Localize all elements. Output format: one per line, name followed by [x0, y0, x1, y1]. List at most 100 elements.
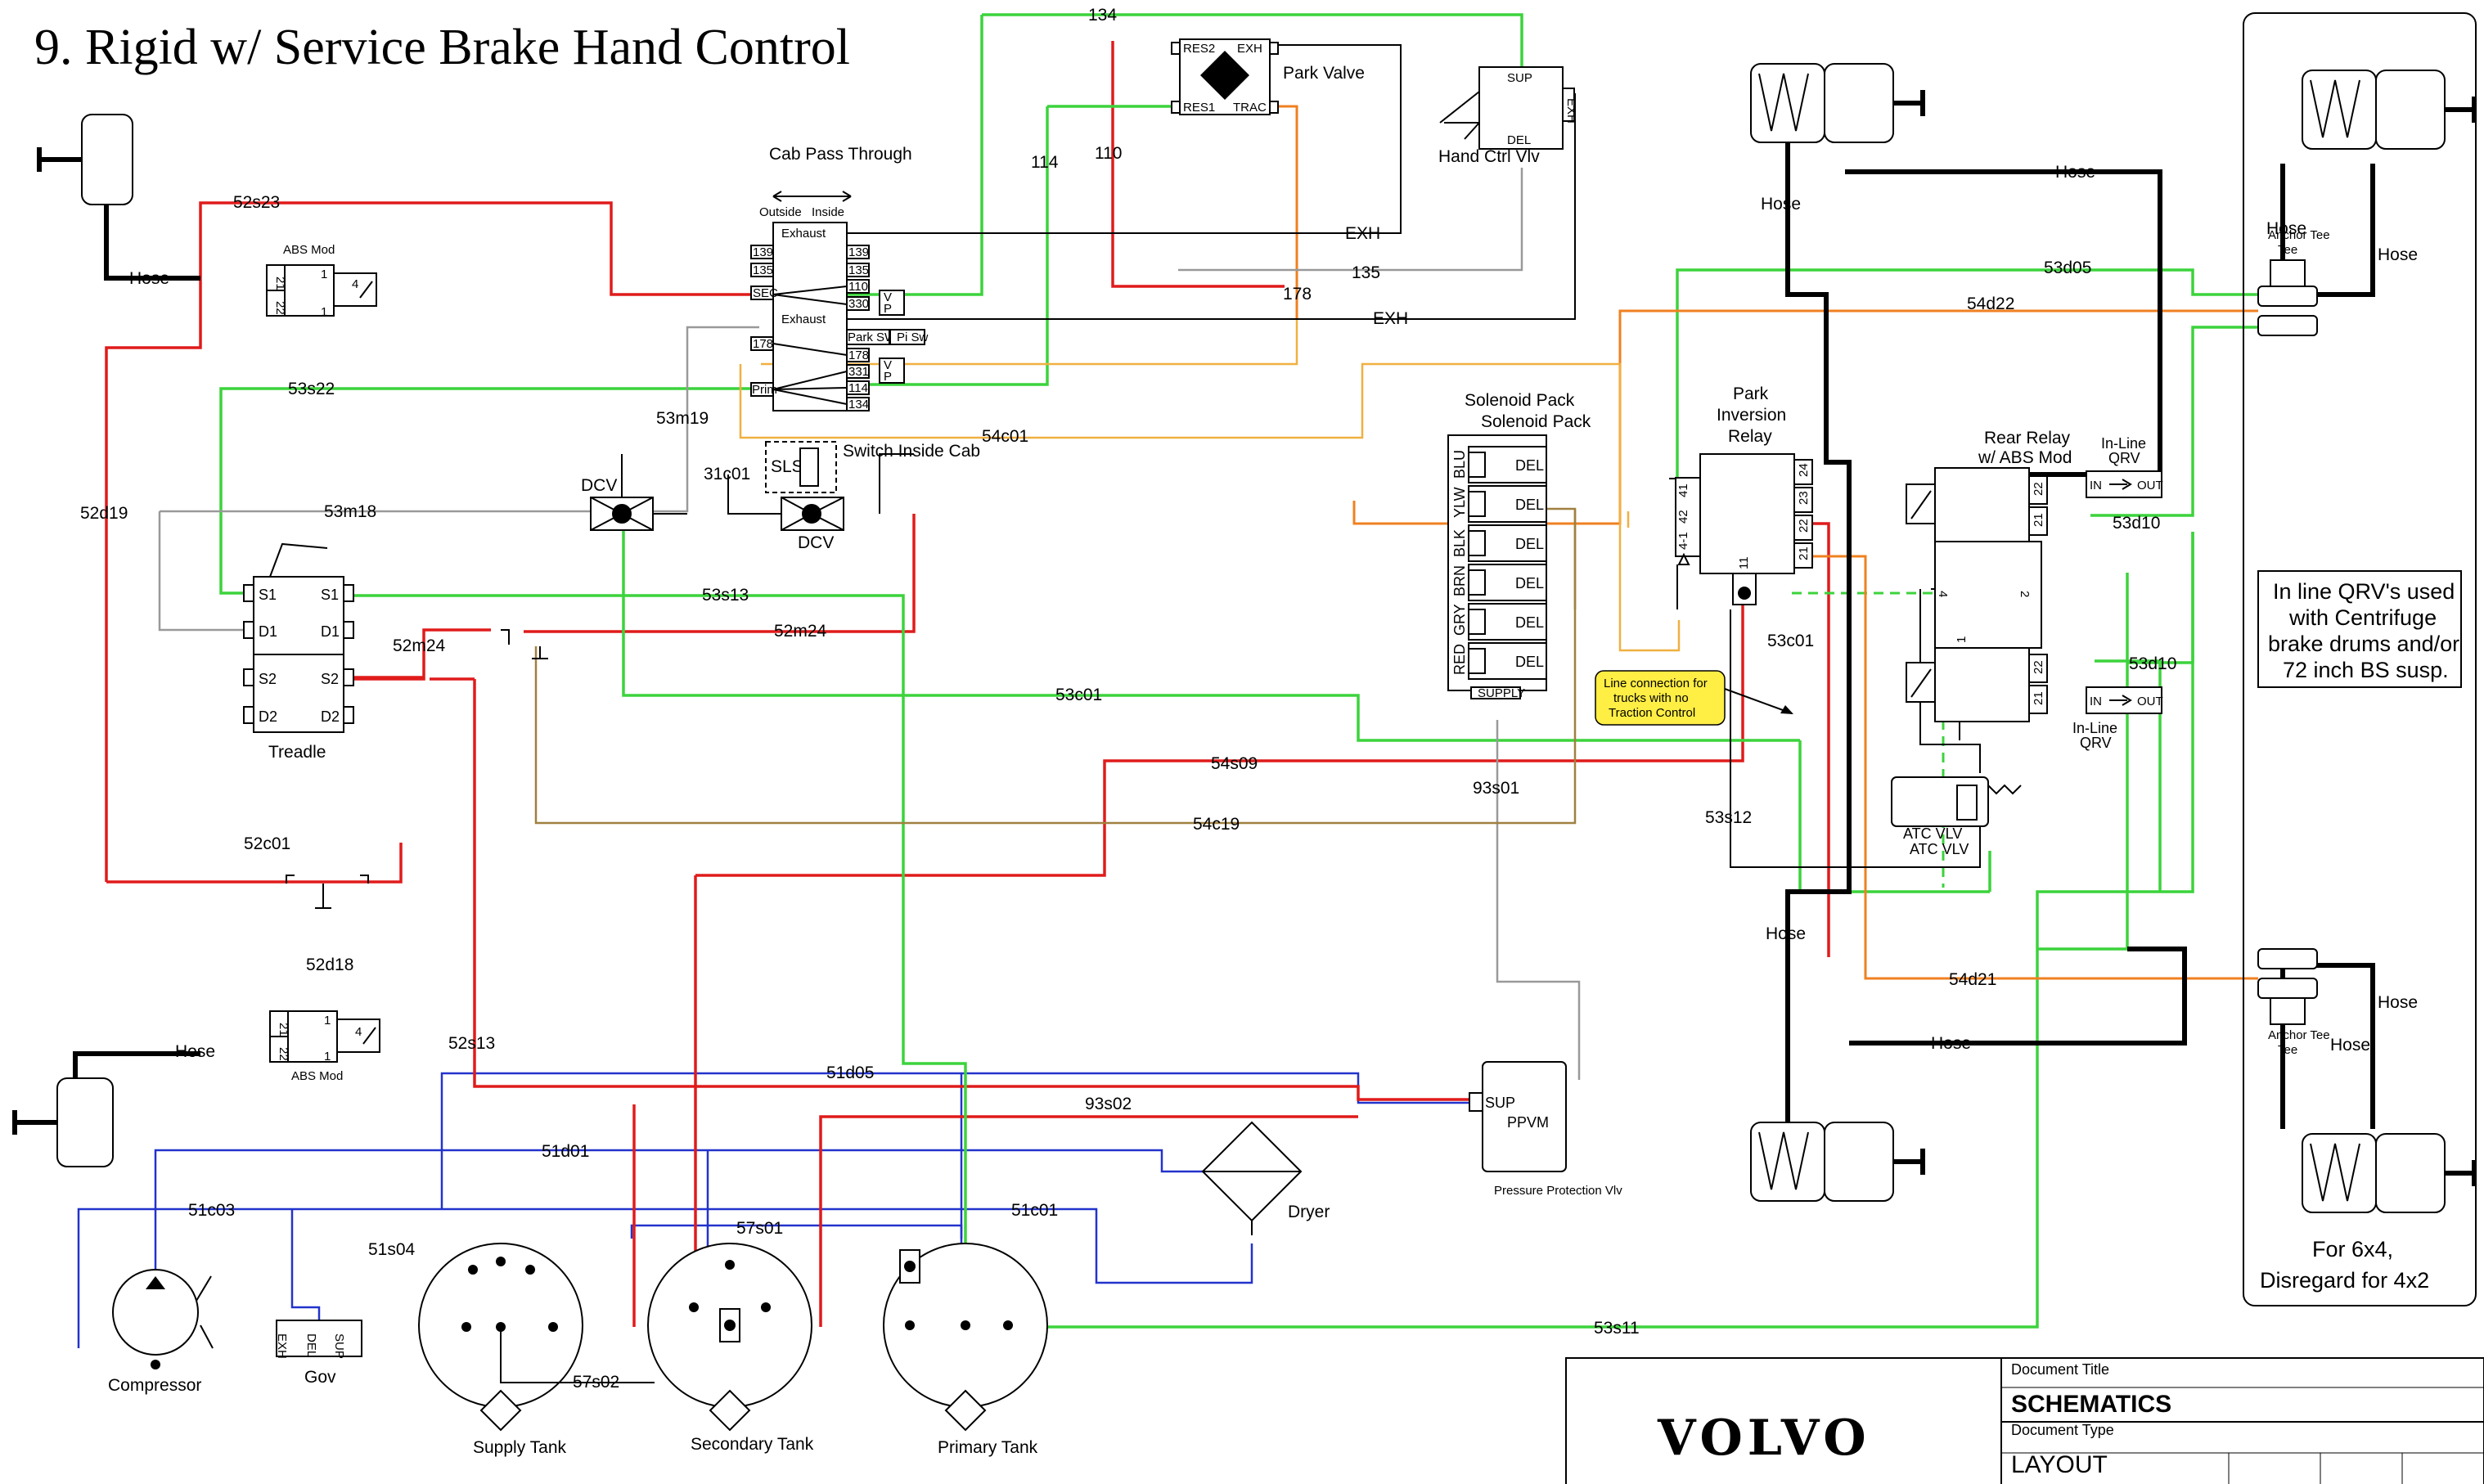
- svg-text:D2: D2: [259, 708, 277, 725]
- svg-text:SEC: SEC: [753, 286, 778, 300]
- svg-text:4-1: 4-1: [1676, 532, 1690, 550]
- svg-text:Secondary Tank: Secondary Tank: [691, 1435, 814, 1454]
- svg-text:D1: D1: [259, 623, 277, 640]
- svg-text:Solenoid Pack: Solenoid Pack: [1465, 391, 1575, 410]
- svg-text:ATC VLV: ATC VLV: [1903, 825, 1962, 842]
- svg-text:Park: Park: [1733, 384, 1769, 403]
- svg-text:SUP: SUP: [1485, 1095, 1515, 1111]
- svg-text:GRY: GRY: [1451, 604, 1468, 636]
- svg-text:22: 22: [2032, 660, 2045, 674]
- svg-text:Gov: Gov: [304, 1368, 336, 1387]
- svg-text:RED: RED: [1451, 644, 1468, 675]
- svg-text:21: 21: [273, 277, 287, 290]
- svg-text:Pressure Protection Vlv: Pressure Protection Vlv: [1494, 1184, 1622, 1198]
- park-valve: RES2 EXH RES1 TRAC Park Valve: [1171, 38, 1365, 115]
- supply-tank: Supply Tank: [418, 1243, 655, 1457]
- svg-text:S1: S1: [259, 587, 277, 603]
- line-labels: 134 110 114 135 178 52s23 53s22 53m19 31…: [80, 6, 2176, 1392]
- svg-text:53d10: 53d10: [2129, 654, 2176, 673]
- svg-text:TRAC: TRAC: [1233, 101, 1267, 115]
- dryer: Dryer: [1201, 1121, 1330, 1235]
- svg-text:54d22: 54d22: [1967, 295, 2014, 313]
- svg-text:P: P: [884, 370, 892, 384]
- svg-text:52c01: 52c01: [244, 834, 290, 853]
- svg-text:V: V: [884, 358, 892, 372]
- svg-text:52s23: 52s23: [233, 193, 280, 212]
- svg-text:Hose: Hose: [2330, 1036, 2370, 1055]
- svg-text:Line connection for: Line connection for: [1604, 677, 1708, 690]
- svg-text:Traction Control: Traction Control: [1609, 706, 1695, 720]
- svg-text:23: 23: [1797, 491, 1811, 505]
- svg-text:1: 1: [321, 268, 327, 281]
- svg-text:53c01: 53c01: [1055, 686, 1102, 704]
- svg-text:w/ ABS Mod: w/ ABS Mod: [1978, 448, 2072, 467]
- svg-text:PPVM: PPVM: [1507, 1114, 1549, 1131]
- svg-text:Primary Tank: Primary Tank: [938, 1438, 1038, 1457]
- svg-text:SUP: SUP: [332, 1333, 346, 1359]
- svg-text:Hose: Hose: [2055, 163, 2095, 182]
- svg-text:22: 22: [1797, 519, 1811, 533]
- svg-text:RES1: RES1: [1183, 101, 1215, 115]
- svg-text:EXH: EXH: [1564, 98, 1578, 124]
- svg-text:S1: S1: [321, 587, 339, 603]
- svg-text:Disregard for 4x2: Disregard for 4x2: [2260, 1268, 2429, 1293]
- svg-text:In line QRV's used: In line QRV's used: [2273, 579, 2455, 604]
- svg-text:57s02: 57s02: [573, 1373, 619, 1392]
- document-title-label: Document Title: [2011, 1361, 2109, 1378]
- svg-text:52m24: 52m24: [774, 622, 827, 641]
- svg-text:53s12: 53s12: [1705, 808, 1752, 827]
- svg-text:ABS Mod: ABS Mod: [283, 243, 335, 257]
- svg-text:1: 1: [1955, 636, 1969, 643]
- svg-text:53s22: 53s22: [288, 380, 335, 398]
- svg-text:Hose: Hose: [1766, 924, 1806, 943]
- svg-text:53s13: 53s13: [702, 586, 749, 605]
- dcv-right: DCV: [781, 497, 844, 552]
- secondary-tank: Secondary Tank: [647, 1243, 814, 1454]
- document-type-label: Document Type: [2011, 1422, 2114, 1438]
- document-title: SCHEMATICS: [2011, 1391, 2171, 1418]
- inline-qrv-top: In-Line QRV IN OUT: [2086, 435, 2163, 498]
- svg-text:24: 24: [1797, 463, 1811, 477]
- svg-text:trucks with no: trucks with no: [1613, 691, 1689, 705]
- svg-text:RES2: RES2: [1183, 42, 1215, 56]
- svg-text:139: 139: [848, 245, 869, 259]
- svg-text:114: 114: [1031, 153, 1059, 172]
- compressor: Compressor: [108, 1269, 214, 1395]
- svg-text:Inversion: Inversion: [1717, 406, 1786, 425]
- svg-text:QRV: QRV: [2108, 450, 2140, 466]
- svg-text:with Centrifuge: with Centrifuge: [2288, 605, 2437, 630]
- svg-text:Outside: Outside: [759, 205, 802, 219]
- svg-text:51s04: 51s04: [368, 1240, 416, 1259]
- bottom-left-actuator: [12, 1077, 114, 1167]
- svg-text:135: 135: [848, 263, 869, 277]
- svg-text:OUT: OUT: [2137, 695, 2163, 708]
- svg-text:EXH: EXH: [1237, 42, 1262, 56]
- svg-text:DEL: DEL: [1515, 654, 1544, 670]
- svg-text:Hose: Hose: [2266, 219, 2306, 238]
- svg-text:Cab Pass Through: Cab Pass Through: [769, 145, 912, 164]
- svg-text:S2: S2: [259, 671, 277, 687]
- inline-qrv-bottom: IN OUT In-Line QRV: [2072, 686, 2163, 751]
- svg-text:For 6x4,: For 6x4,: [2312, 1237, 2393, 1261]
- svg-text:52m24: 52m24: [393, 636, 446, 655]
- svg-text:SUPPLY: SUPPLY: [1478, 686, 1525, 700]
- svg-text:Hose: Hose: [2378, 993, 2418, 1012]
- svg-text:1: 1: [324, 1050, 331, 1064]
- svg-text:Pi Sw: Pi Sw: [897, 331, 929, 344]
- svg-text:DEL: DEL: [1515, 536, 1544, 552]
- svg-text:41: 41: [1676, 483, 1690, 497]
- anchor-tee-top: Anchor Tee Tee: [2257, 228, 2330, 336]
- svg-text:2: 2: [2018, 591, 2032, 597]
- svg-text:53c01: 53c01: [1767, 632, 1814, 650]
- svg-text:52s13: 52s13: [448, 1034, 495, 1053]
- six-by-four-frame: [2243, 12, 2477, 1306]
- svg-text:DEL: DEL: [1515, 457, 1544, 474]
- svg-text:Prim: Prim: [752, 383, 777, 397]
- svg-text:110: 110: [848, 280, 868, 294]
- svg-text:134: 134: [848, 398, 869, 411]
- svg-text:D1: D1: [321, 623, 340, 640]
- svg-text:72 inch BS susp.: 72 inch BS susp.: [2283, 658, 2449, 682]
- svg-text:21: 21: [2032, 513, 2045, 527]
- svg-text:DEL: DEL: [1515, 497, 1544, 513]
